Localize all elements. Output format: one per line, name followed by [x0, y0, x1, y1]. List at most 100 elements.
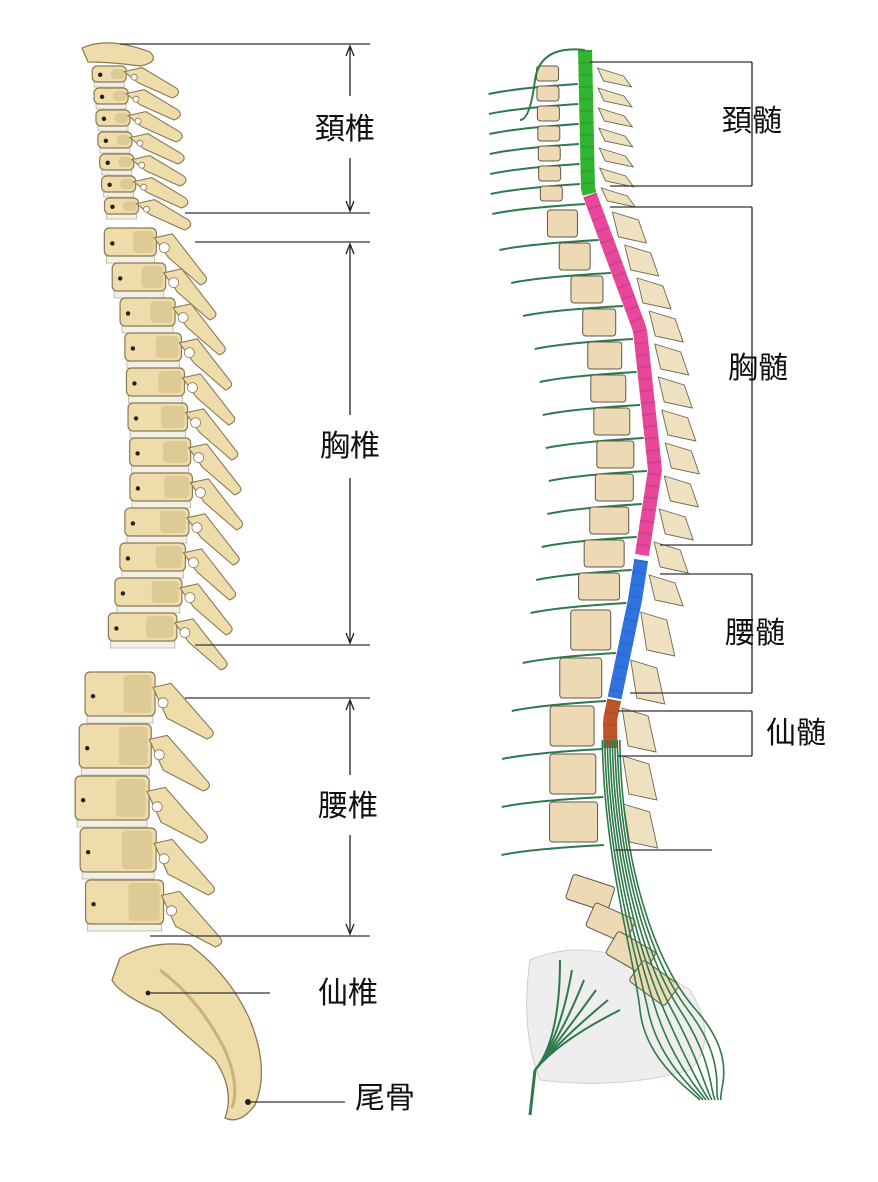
cord-vertebral-body [549, 801, 599, 843]
cord-vertebral-body [546, 209, 578, 238]
vertebra-t10 [119, 297, 226, 356]
vertebra-l23 [79, 827, 215, 896]
label-thoracic-cord: 胸髄 [728, 351, 788, 386]
cord-spinous-process [658, 508, 694, 541]
cord-vertebral-body [587, 341, 623, 370]
nerve-root [530, 602, 627, 614]
cord-vertebral-body [590, 374, 627, 403]
label-lumbar-cord: 腰髄 [725, 616, 785, 651]
vertebra-t17 [119, 542, 237, 601]
label-cervical-vertebrae: 頚椎 [315, 112, 375, 147]
vertebra-l24 [84, 879, 223, 948]
vertebra-t11 [124, 332, 233, 391]
vertebra-c4 [97, 131, 185, 165]
cervical-cord-segment [578, 49, 597, 196]
label-lumbar-vertebrae: 腰椎 [318, 789, 378, 824]
cord-guides [590, 61, 753, 851]
vertebra-t16 [124, 507, 240, 566]
cauda-equina-fiber [606, 739, 707, 1101]
nerve-root [488, 103, 579, 115]
cord-vertebral-body [536, 85, 560, 102]
nerve-root [535, 569, 632, 581]
nerve-root [542, 404, 641, 416]
nerve-root [501, 796, 604, 808]
label-sacral-cord: 仙髄 [766, 716, 826, 751]
nerve-root [539, 371, 637, 383]
vertebra-t18 [114, 577, 233, 636]
nerve-root [541, 536, 637, 548]
cord-spinous-process [663, 475, 699, 508]
nerve-root [489, 123, 579, 135]
vertebra-c2 [93, 87, 181, 121]
cord-spinous-process [597, 127, 634, 148]
nerve-root [547, 503, 642, 515]
cord-vertebral-body [570, 275, 604, 304]
cord-vertebral-body [536, 65, 560, 82]
cord-spinous-process [621, 707, 657, 753]
nerve-root [510, 272, 611, 284]
nerve-root [489, 143, 580, 155]
vertebra-c5 [99, 153, 187, 187]
cord-spinous-process [597, 87, 634, 108]
cord-vertebral-body [539, 185, 563, 202]
cord-spinous-process [624, 244, 660, 277]
cord-spinous-process [648, 310, 684, 343]
cord-spinous-process [598, 167, 635, 188]
cord-spinous-process [653, 541, 689, 574]
cord-vertebral-body [593, 407, 631, 436]
cord-spinous-process [664, 442, 701, 475]
vertebra-c7 [103, 197, 192, 231]
vertebra-t8 [103, 227, 208, 286]
cord-spinous-process [657, 376, 693, 409]
label-sacral-vertebrae: 仙椎 [318, 976, 378, 1011]
nerve-root [534, 338, 634, 350]
sacrum [111, 943, 263, 1121]
nerve-root [490, 183, 580, 195]
cord-spinous-process [623, 803, 659, 849]
cord-spinous-process [597, 107, 634, 128]
cord-spinous-process [598, 147, 635, 168]
cord-vertebral-body [536, 105, 560, 122]
vertebra-t9 [111, 262, 217, 321]
cord-vertebral-body [583, 539, 625, 568]
cord-vertebral-body [594, 473, 634, 502]
cauda-equina-fiber [601, 739, 701, 1101]
spinal-cord-illustration [488, 48, 725, 1116]
vertebra-t15 [129, 472, 244, 531]
vertebra-c6 [101, 175, 189, 209]
cord-vertebral-body [582, 308, 617, 337]
lumbar-cord-segment [607, 558, 649, 700]
vertebra-t14 [129, 437, 242, 496]
vertebra-l20 [84, 671, 214, 740]
vertebral-column-illustration [74, 42, 263, 1121]
cord-vertebral-body [578, 572, 621, 601]
nerve-root [501, 748, 603, 760]
cord-vertebral-body [589, 506, 630, 535]
nerve-root [545, 437, 644, 449]
cauda-equina-fiber [614, 739, 716, 1101]
cord-spinous-process [640, 611, 676, 657]
cauda-equina-fiber [616, 739, 719, 1101]
cord-vertebral-body [559, 657, 603, 699]
cauda-equina-fiber [611, 739, 713, 1101]
nerve-root [522, 652, 617, 664]
atlas-vertebra [81, 42, 154, 67]
vertebra-t19 [107, 612, 228, 671]
cord-spinous-process [636, 277, 672, 310]
cord-vertebral-body [537, 125, 561, 142]
pelvic-shading [526, 949, 706, 1084]
cord-spinous-process [596, 67, 633, 88]
vertebra-t12 [125, 367, 236, 426]
cord-vertebral-body [549, 705, 595, 747]
cord-vertebral-body [558, 242, 591, 271]
cord-spinous-process [622, 755, 658, 801]
label-coccyx: 尾骨 [355, 1081, 415, 1116]
cord-spinous-process [611, 211, 648, 244]
cord-vertebral-body [596, 440, 635, 469]
nerve-root [522, 305, 624, 317]
cord-spinous-process [654, 343, 690, 376]
cauda-equina-fiber [609, 739, 710, 1101]
cord-vertebral-body [570, 609, 612, 651]
cord-vertebral-body [537, 145, 561, 162]
